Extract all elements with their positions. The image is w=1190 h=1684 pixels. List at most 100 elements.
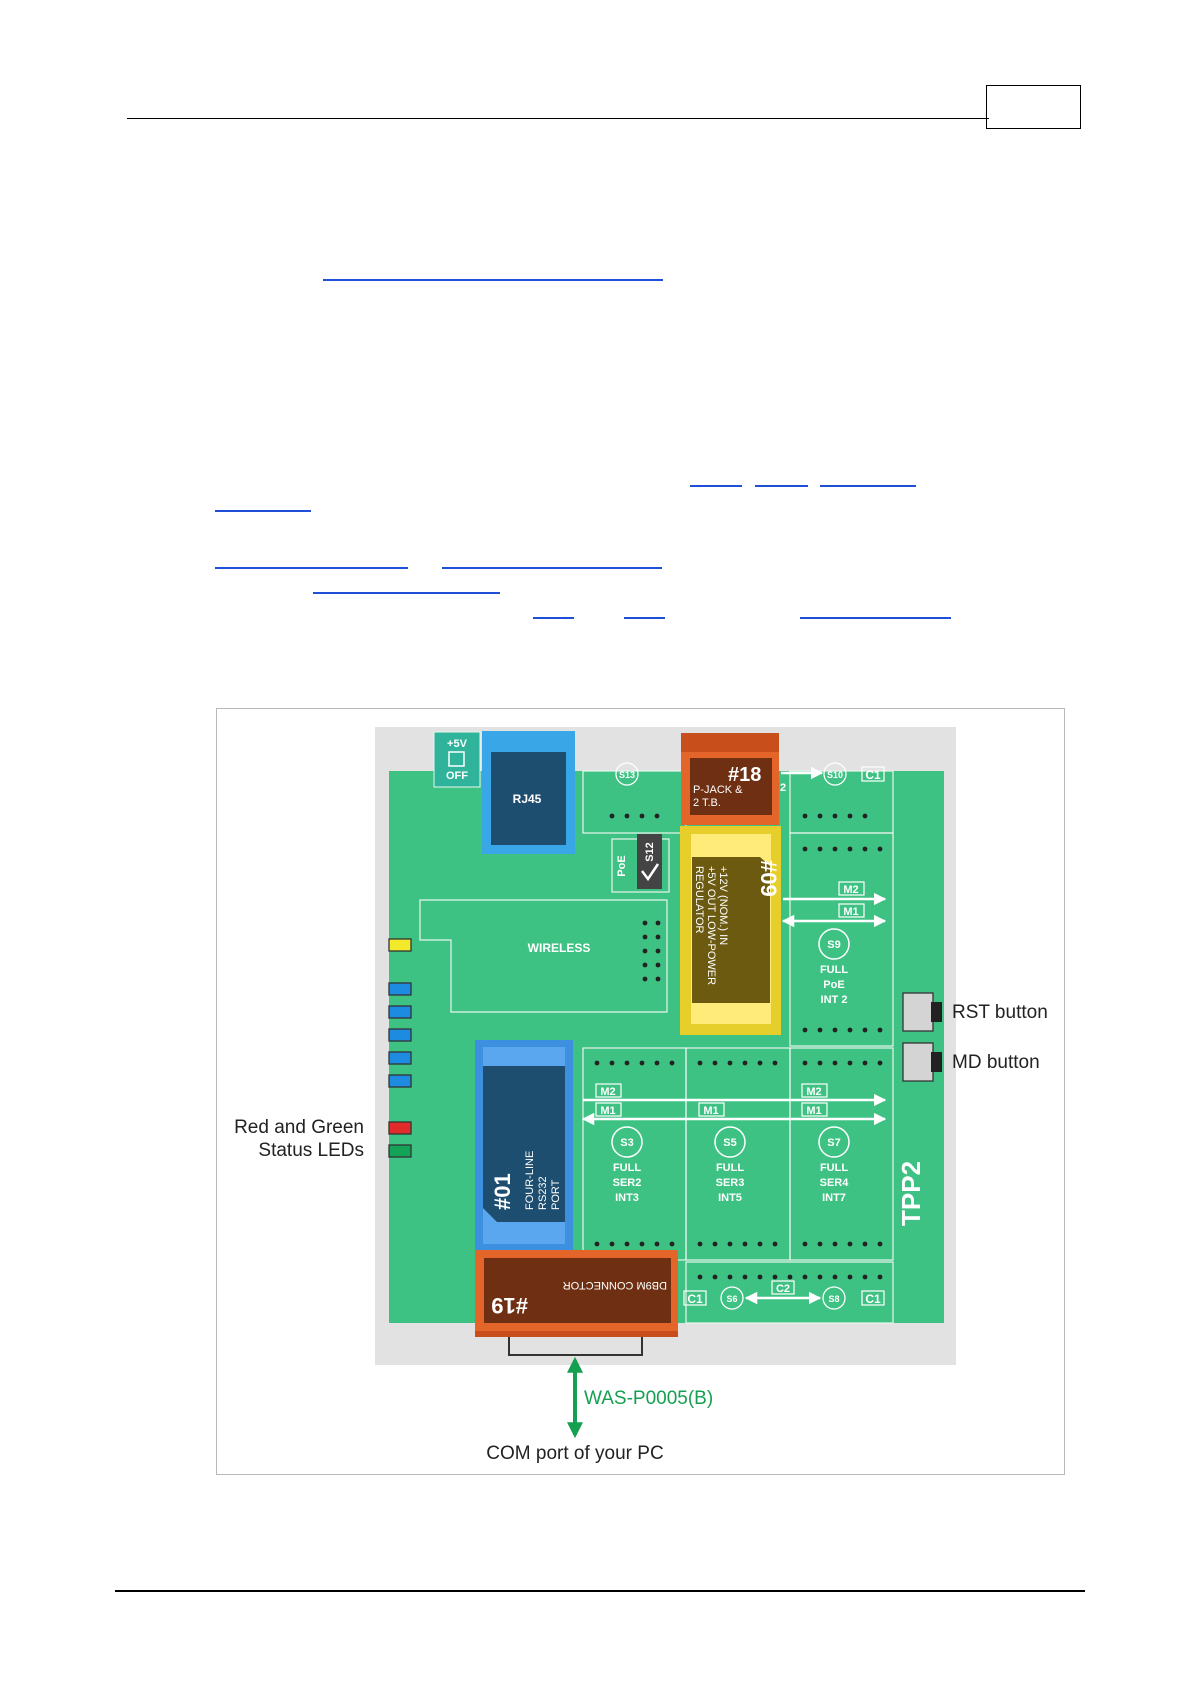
s5-line: INT5: [718, 1192, 742, 1204]
c1-label-bottom-right: C1: [865, 1292, 881, 1306]
s7-line: INT7: [822, 1192, 846, 1204]
wireless-label: WIRELESS: [528, 941, 591, 955]
pin-dots: [594, 813, 883, 1280]
s3-line: FULL: [613, 1162, 641, 1174]
module-18-top: [681, 733, 779, 755]
toggle-square: [448, 751, 465, 767]
s7-circle: [818, 1126, 850, 1158]
bus-labels: M2 M1 M1 M2 M1: [595, 1083, 828, 1117]
s5-line: FULL: [716, 1162, 744, 1174]
leds-callout-line2: Status LEDs: [258, 1140, 364, 1161]
module-18-line1: P-JACK &: [693, 784, 743, 796]
s9-line: FULL: [820, 964, 848, 976]
s12-label: S12: [644, 842, 656, 862]
module-09-line3: REGULATOR: [693, 866, 705, 933]
m1-label: M1: [600, 1105, 615, 1117]
leds-callout-line1: Red and Green: [234, 1117, 364, 1138]
link-underline-10[interactable]: [624, 617, 665, 619]
rst-callout: RST button: [952, 1002, 1048, 1023]
module-01-line2: RS232: [537, 1176, 549, 1210]
s3-circle: [611, 1126, 643, 1158]
s7-label: S7: [827, 1137, 840, 1149]
header-rule: [127, 118, 989, 119]
s7-line: FULL: [820, 1162, 848, 1174]
toggle-bottom-label: OFF: [446, 770, 468, 782]
link-underline-1[interactable]: [323, 279, 663, 281]
s10-label: S10: [827, 770, 843, 780]
s3-line: INT3: [615, 1192, 639, 1204]
cable-bracket: [508, 1337, 643, 1356]
md-callout: MD button: [952, 1052, 1040, 1073]
s3-label: S3: [620, 1137, 633, 1149]
m2-label: M2: [843, 884, 858, 896]
m2-label: M2: [600, 1086, 615, 1098]
s6-label: S6: [726, 1294, 737, 1304]
s8-label: S8: [828, 1294, 839, 1304]
rj45-label: RJ45: [513, 792, 542, 806]
module-19-line1: DB9M CONNECTOR: [563, 1279, 667, 1291]
blue-led: [388, 1005, 412, 1019]
module-09-line1: +12V (NOM.) IN: [717, 866, 729, 945]
module-09-title: #09: [756, 860, 781, 897]
module-01-line1: FOUR-LINE: [524, 1151, 536, 1210]
s12-jumper[interactable]: [637, 834, 662, 889]
module-18-tag: 2: [780, 782, 786, 794]
status-leds: [388, 938, 412, 1158]
toggle-top-label: +5V: [447, 738, 468, 750]
s5-line: SER3: [716, 1177, 745, 1189]
link-underline-4[interactable]: [820, 485, 916, 487]
m1-label: M1: [806, 1105, 821, 1117]
c1-label-bottom-left: C1: [687, 1292, 703, 1306]
module-18-title: #18: [728, 764, 761, 786]
blue-led: [388, 1051, 412, 1065]
s8-circle: [822, 1286, 846, 1310]
md-button[interactable]: [902, 1042, 934, 1082]
check-icon: [641, 863, 660, 882]
link-underline-9[interactable]: [533, 617, 574, 619]
cable-callout: WAS-P0005(B): [584, 1388, 713, 1409]
s5-label: S5: [723, 1137, 736, 1149]
blue-led: [388, 1028, 412, 1042]
link-underline-7[interactable]: [442, 567, 662, 569]
s13-label: S13: [619, 770, 635, 780]
s13-circle: [615, 762, 639, 786]
m1-label: M1: [843, 906, 858, 918]
poe-label: PoE: [616, 855, 628, 876]
m1-label: M1: [703, 1105, 718, 1117]
s6-circle: [720, 1286, 744, 1310]
blue-led: [388, 1074, 412, 1088]
s9-label: S9: [827, 939, 840, 951]
board: [389, 771, 944, 1323]
module-01-title: #01: [490, 1173, 515, 1210]
link-underline-8[interactable]: [313, 592, 500, 594]
link-underline-11[interactable]: [800, 617, 951, 619]
s9-circle: [818, 928, 850, 960]
link-underline-3[interactable]: [755, 485, 808, 487]
module-19-title: #19: [491, 1293, 528, 1318]
s9-line: INT 2: [821, 994, 848, 1006]
red-led: [388, 1121, 412, 1135]
module-01-line3: PORT: [550, 1179, 562, 1210]
blue-led: [388, 982, 412, 996]
s7-line: SER4: [820, 1177, 850, 1189]
power-toggle[interactable]: [433, 731, 481, 788]
com-callout: COM port of your PC: [486, 1443, 663, 1464]
board-label: TPP2: [896, 1161, 926, 1226]
page-number-box: [986, 85, 1081, 129]
c1-label-top: C1: [865, 768, 881, 782]
footer-rule: [115, 1590, 1085, 1592]
yellow-led: [388, 938, 412, 952]
green-led: [388, 1144, 412, 1158]
module-09-line2: +5V OUT LOW-POWER: [705, 866, 717, 985]
link-underline-6[interactable]: [215, 567, 408, 569]
link-underline-5[interactable]: [215, 510, 311, 512]
link-underline-2[interactable]: [690, 485, 742, 487]
module-18-line2: 2 T.B.: [693, 797, 721, 809]
s9-line: PoE: [823, 979, 844, 991]
s5-circle: [714, 1126, 746, 1158]
s10-circle: [823, 762, 847, 786]
m2-label: M2: [806, 1086, 821, 1098]
s3-line: SER2: [613, 1177, 642, 1189]
rst-button[interactable]: [902, 992, 934, 1032]
